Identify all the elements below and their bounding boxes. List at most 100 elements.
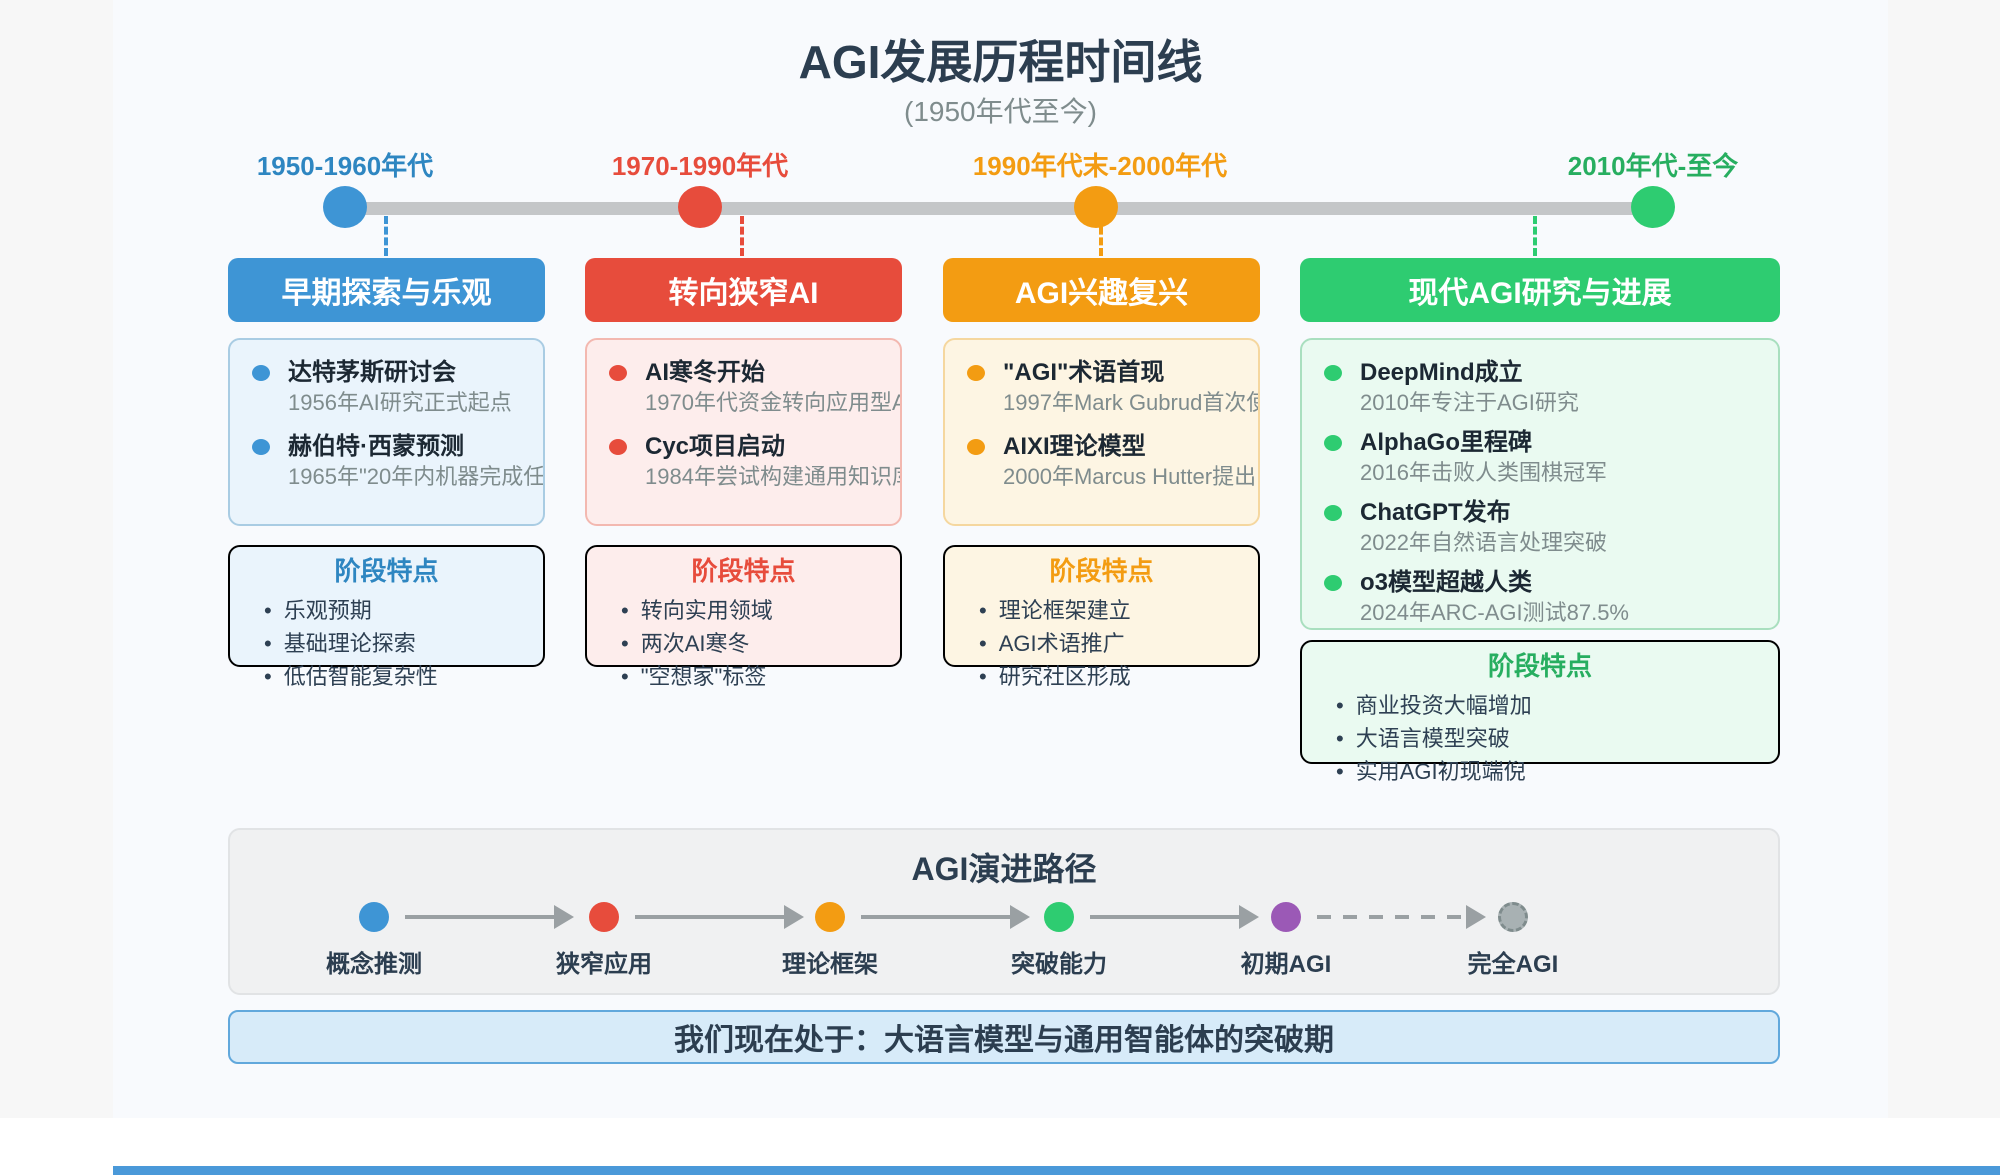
path-step-narrow-apps: 狭窄应用 — [494, 902, 714, 979]
stage-bullet: 理论框架建立 — [979, 594, 1258, 627]
event-chatgpt: ChatGPT发布 2022年自然语言处理突破 — [1324, 498, 1778, 556]
timeline-dot-red — [678, 186, 722, 228]
event-desc: 2010年专注于AGI研究 — [1360, 390, 1579, 415]
step-dot-icon — [815, 902, 845, 932]
stage-bullet: 低估智能复杂性 — [264, 660, 543, 693]
path-step-full-agi: 完全AGI — [1403, 902, 1623, 979]
event-desc: 1984年尝试构建通用知识库 — [645, 464, 902, 489]
stage-bullet: 两次AI寒冬 — [621, 627, 900, 660]
stage-bullet: 大语言模型突破 — [1336, 722, 1778, 755]
stage-bullet: 实用AGI初现端倪 — [1336, 755, 1778, 788]
column-header-agi-revival: AGI兴趣复兴 — [943, 258, 1260, 322]
stage-bullet-list: 转向实用领域 两次AI寒冬 "空想家"标签 — [621, 594, 900, 693]
event-card-agi-revival: "AGI"术语首现 1997年Mark Gubrud首次使 AIXI理论模型 2… — [943, 338, 1260, 526]
event-dartmouth: 达特茅斯研讨会 1956年AI研究正式起点 — [252, 358, 543, 416]
current-status-banner: 我们现在处于：大语言模型与通用智能体的突破期 — [228, 1010, 1780, 1064]
page-title: AGI发展历程时间线 — [798, 36, 1203, 88]
event-alphago: AlphaGo里程碑 2016年击败人类围棋冠军 — [1324, 428, 1778, 486]
bottom-accent-strip — [113, 1166, 2000, 1175]
event-simon-prediction: 赫伯特·西蒙预测 1965年"20年内机器完成任 — [252, 432, 543, 490]
stage-box-narrow-ai: 阶段特点 转向实用领域 两次AI寒冬 "空想家"标签 — [585, 545, 902, 689]
stage-bullet: 基础理论探索 — [264, 627, 543, 660]
timeline-dot-orange — [1074, 186, 1118, 228]
column-header-narrow-ai: 转向狭窄AI — [585, 258, 902, 322]
event-desc: 1956年AI研究正式起点 — [288, 390, 512, 415]
right-margin-band — [1888, 0, 2000, 1118]
event-desc: 1965年"20年内机器完成任 — [288, 464, 545, 489]
event-title: AlphaGo里程碑 — [1360, 429, 1532, 456]
event-title: AI寒冬开始 — [645, 359, 765, 386]
stage-bullet-list: 商业投资大幅增加 大语言模型突破 实用AGI初现端倪 — [1336, 689, 1778, 788]
stage-bullet: 转向实用领域 — [621, 594, 900, 627]
step-label: 狭窄应用 — [556, 951, 652, 978]
event-title: Cyc项目启动 — [645, 433, 786, 460]
stage-box-agi-revival: 阶段特点 理论框架建立 AGI术语推广 研究社区形成 — [943, 545, 1260, 689]
event-ai-winter: AI寒冬开始 1970年代资金转向应用型A — [609, 358, 900, 416]
step-label: 完全AGI — [1467, 951, 1559, 978]
bullet-dot-icon — [1324, 505, 1342, 521]
bullet-dot-icon — [1324, 575, 1342, 591]
stage-bullet: 商业投资大幅增加 — [1336, 689, 1778, 722]
timeline-connector-green — [1533, 216, 1537, 256]
bullet-dot-icon — [967, 439, 985, 455]
era-label-1970s: 1970-1990年代 — [611, 151, 789, 181]
event-desc: 1970年代资金转向应用型A — [645, 390, 902, 415]
page-subtitle: (1950年代至今) — [904, 96, 1097, 127]
event-desc: 2022年自然语言处理突破 — [1360, 530, 1607, 555]
event-card-modern-agi: DeepMind成立 2010年专注于AGI研究 AlphaGo里程碑 2016… — [1300, 338, 1780, 630]
timeline-dot-blue — [323, 186, 367, 228]
event-desc: 2016年击败人类围棋冠军 — [1360, 460, 1607, 485]
dashed-arrow-right-icon — [1317, 905, 1486, 929]
step-dot-icon — [359, 902, 389, 932]
stage-bullet: 研究社区形成 — [979, 660, 1258, 693]
stage-box-early-exploration: 阶段特点 乐观预期 基础理论探索 低估智能复杂性 — [228, 545, 545, 689]
event-desc: 1997年Mark Gubrud首次使 — [1003, 390, 1260, 415]
path-step-early-agi: 初期AGI — [1176, 902, 1396, 979]
timeline-connector-orange — [1099, 216, 1103, 256]
path-step-breakthrough: 突破能力 — [949, 902, 1169, 979]
step-dot-icon — [1044, 902, 1074, 932]
column-header-early-exploration: 早期探索与乐观 — [228, 258, 545, 322]
era-label-2010s: 2010年代-至今 — [1567, 151, 1739, 181]
stage-bullet: "空想家"标签 — [621, 660, 900, 693]
bullet-dot-icon — [609, 439, 627, 455]
step-label: 理论框架 — [782, 951, 878, 978]
event-title: AIXI理论模型 — [1003, 433, 1146, 460]
bullet-dot-icon — [1324, 365, 1342, 381]
arrow-right-icon — [1090, 905, 1259, 929]
left-margin-band — [0, 0, 113, 1118]
era-label-1950s: 1950-1960年代 — [256, 151, 434, 181]
step-label: 初期AGI — [1240, 951, 1332, 978]
stage-title: 阶段特点 — [1487, 651, 1592, 681]
step-dot-icon — [1271, 902, 1301, 932]
step-label: 突破能力 — [1011, 951, 1107, 978]
event-deepmind: DeepMind成立 2010年专注于AGI研究 — [1324, 358, 1778, 416]
stage-title: 阶段特点 — [334, 556, 439, 586]
step-dot-dashed-icon — [1498, 902, 1528, 932]
event-desc: 2000年Marcus Hutter提出 — [1003, 464, 1257, 489]
step-label: 概念推测 — [326, 951, 422, 978]
event-aixi-model: AIXI理论模型 2000年Marcus Hutter提出 — [967, 432, 1258, 490]
step-dot-icon — [589, 902, 619, 932]
event-desc: 2024年ARC-AGI测试87.5% — [1360, 600, 1629, 625]
event-o3-model: o3模型超越人类 2024年ARC-AGI测试87.5% — [1324, 568, 1778, 626]
event-title: 赫伯特·西蒙预测 — [288, 433, 464, 460]
bullet-dot-icon — [609, 365, 627, 381]
stage-bullet: AGI术语推广 — [979, 627, 1258, 660]
timeline-connector-red — [740, 216, 744, 256]
event-agi-term: "AGI"术语首现 1997年Mark Gubrud首次使 — [967, 358, 1258, 416]
path-step-theory: 理论框架 — [720, 902, 940, 979]
timeline-connector-blue — [384, 216, 388, 256]
stage-title: 阶段特点 — [1049, 556, 1154, 586]
timeline-bar — [345, 202, 1655, 215]
event-title: "AGI"术语首现 — [1003, 359, 1165, 386]
event-title: ChatGPT发布 — [1360, 499, 1511, 526]
path-step-concept: 概念推测 — [264, 902, 484, 979]
timeline-dot-green — [1631, 186, 1675, 228]
era-label-1990s: 1990年代末-2000年代 — [972, 151, 1228, 181]
event-cyc-project: Cyc项目启动 1984年尝试构建通用知识库 — [609, 432, 900, 490]
event-title: DeepMind成立 — [1360, 359, 1523, 386]
column-header-modern-agi: 现代AGI研究与进展 — [1300, 258, 1780, 322]
event-card-early-exploration: 达特茅斯研讨会 1956年AI研究正式起点 赫伯特·西蒙预测 1965年"20年… — [228, 338, 545, 526]
stage-title: 阶段特点 — [691, 556, 796, 586]
